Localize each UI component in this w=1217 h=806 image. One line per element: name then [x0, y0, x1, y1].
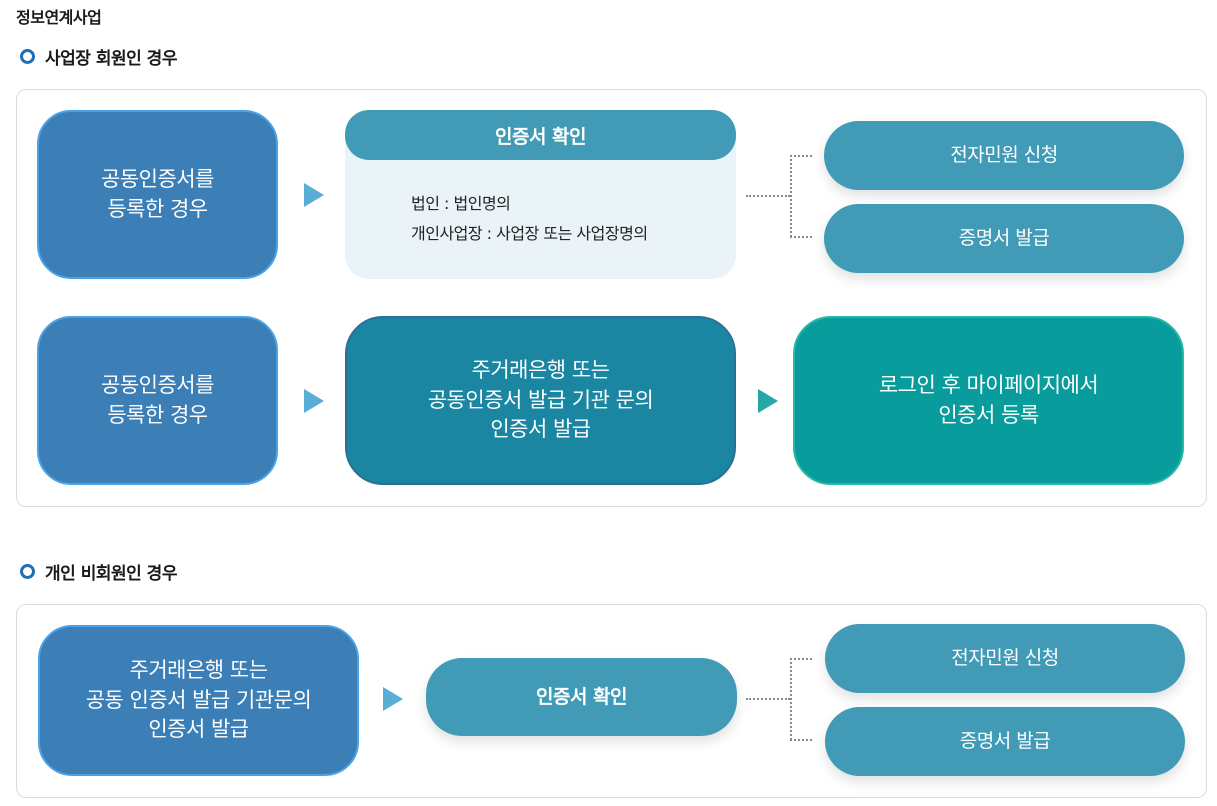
cert-check-rule-corporate: 법인 : 법인명의 [411, 194, 511, 213]
outcome-e-civil-application: 전자민원 신청 [825, 624, 1185, 693]
arrow-right-icon [304, 183, 324, 207]
cert-check-step: 인증서 확인 [426, 658, 737, 736]
outcome-certificate-issuance: 증명서 발급 [825, 707, 1185, 776]
step-label-line: 공동 인증서 발급 기관문의 [85, 687, 312, 712]
step-label-line: 인증서 발급 [148, 717, 249, 742]
section-heading-individual-nonmember: 개인 비회원인 경우 [20, 559, 177, 584]
connector-line [790, 155, 792, 237]
step-issue-cert-at-bank: 주거래은행 또는 공동 인증서 발급 기관문의 인증서 발급 [38, 625, 359, 776]
page-title: 정보연계사업 [16, 8, 102, 27]
step-label-line: 공동인증서를 [101, 373, 214, 398]
section-title: 사업장 회원인 경우 [45, 49, 177, 69]
connector-line [746, 698, 790, 700]
step-registered-cert: 공동인증서를 등록한 경우 [37, 316, 278, 485]
outcome-certificate-issuance: 증명서 발급 [824, 204, 1184, 273]
cert-check-rule-individual: 개인사업장 : 사업장 또는 사업장명의 [411, 224, 648, 243]
section-heading-business-member: 사업장 회원인 경우 [20, 44, 177, 69]
cert-check-title: 인증서 확인 [345, 110, 736, 160]
cert-check-title: 인증서 확인 [535, 685, 628, 708]
arrow-right-icon [383, 687, 403, 711]
step-label-line: 주거래은행 또는 [129, 658, 268, 683]
step-issue-cert-at-bank: 주거래은행 또는 공동인증서 발급 기관 문의 인증서 발급 [345, 316, 736, 485]
step-label-line: 등록한 경우 [107, 402, 208, 427]
connector-line [790, 155, 812, 157]
connector-line [790, 739, 812, 741]
step-label-line: 인증서 등록 [938, 402, 1039, 427]
step-label-line: 등록한 경우 [107, 196, 208, 221]
step-label-line: 주거래은행 또는 [471, 358, 610, 383]
step-label-line: 공동인증서를 [101, 167, 214, 192]
connector-line [790, 658, 792, 740]
outcome-label: 증명서 발급 [958, 227, 1050, 250]
step-register-cert-mypage: 로그인 후 마이페이지에서 인증서 등록 [793, 316, 1184, 485]
step-label-line: 공동인증서 발급 기관 문의 [427, 387, 654, 412]
bullet-icon [20, 564, 35, 579]
outcome-e-civil-application: 전자민원 신청 [824, 121, 1184, 190]
outcome-label: 전자민원 신청 [950, 144, 1058, 167]
cert-check-card: 인증서 확인 법인 : 법인명의 개인사업장 : 사업장 또는 사업장명의 [345, 110, 736, 279]
section-title: 개인 비회원인 경우 [45, 564, 177, 584]
step-registered-cert: 공동인증서를 등록한 경우 [37, 110, 278, 279]
outcome-label: 전자민원 신청 [951, 647, 1059, 670]
arrow-right-icon [758, 389, 778, 413]
connector-line [790, 658, 812, 660]
connector-line [790, 236, 812, 238]
step-label-line: 로그인 후 마이페이지에서 [878, 373, 1099, 398]
arrow-right-icon [304, 389, 324, 413]
connector-line [746, 195, 790, 197]
outcome-label: 증명서 발급 [959, 730, 1051, 753]
bullet-icon [20, 49, 35, 64]
step-label-line: 인증서 발급 [490, 417, 591, 442]
